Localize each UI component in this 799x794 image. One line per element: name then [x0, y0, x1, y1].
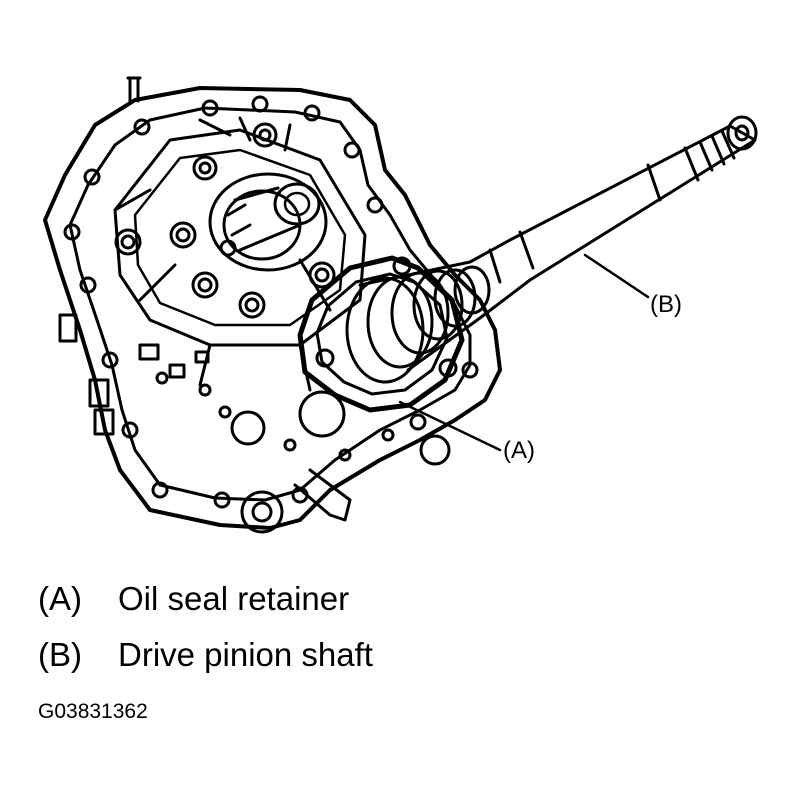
center-shaft-body	[226, 186, 302, 252]
drive-pinion-shaft	[345, 115, 758, 384]
callout-label-b: (B)	[650, 291, 682, 318]
legend-label-b: Drive pinion shaft	[118, 636, 373, 673]
oil-seal-retainer	[297, 255, 465, 413]
lower-case-details	[88, 343, 451, 534]
center-shaft-end	[273, 182, 321, 226]
inner-pocket	[113, 128, 367, 347]
figure-code: G03831362	[38, 700, 148, 723]
legend-key-b: (B)	[38, 636, 82, 673]
leader-line-b	[583, 253, 650, 299]
case-ribs	[113, 116, 332, 392]
center-boss-outer	[208, 172, 328, 272]
leader-line-a	[398, 400, 502, 452]
oil-seal-retainer-inner	[315, 272, 449, 396]
center-shaft-bore	[283, 191, 311, 217]
legend-item-a: (A) Oil seal retainer	[38, 580, 349, 618]
retainer-bolts	[315, 256, 458, 378]
case-flange	[68, 106, 472, 502]
legend-key-a: (A)	[38, 580, 82, 617]
pocket-rim	[133, 148, 347, 327]
locating-pin	[126, 76, 142, 105]
side-tab	[58, 313, 78, 343]
legend-label-a: Oil seal retainer	[118, 580, 350, 617]
legend-item-b: (B) Drive pinion shaft	[38, 636, 373, 674]
pocket-bolts	[114, 122, 336, 319]
callout-label-a: (A)	[503, 437, 535, 464]
